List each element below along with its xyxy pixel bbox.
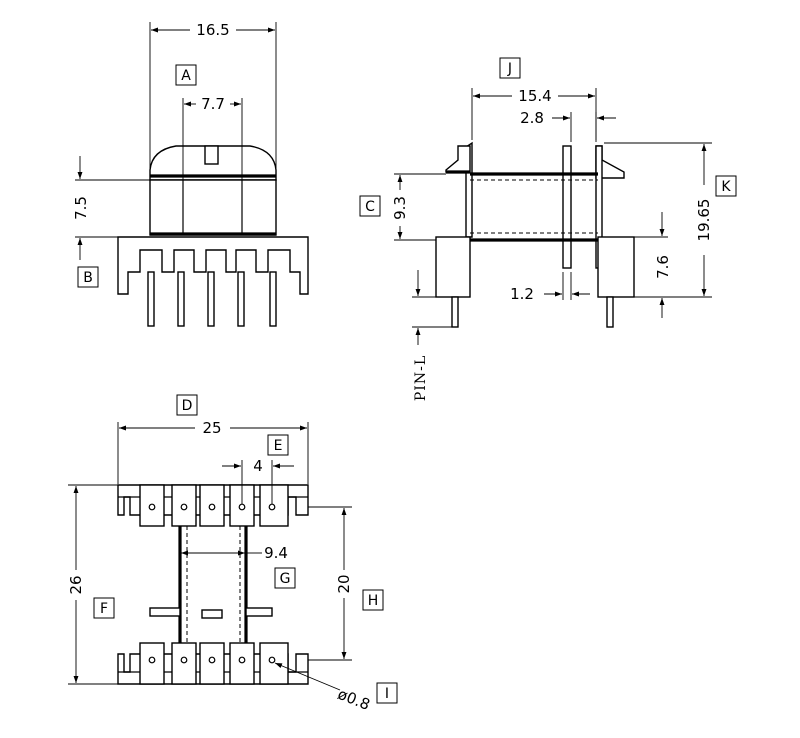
dim-9-4: 9.4: [264, 544, 288, 562]
label-j: J: [507, 61, 512, 77]
bottom-view: D 25 E 4 9.4 G 26 F: [67, 394, 398, 714]
dim-9-3: 9.3: [391, 196, 409, 220]
dim-19-65: 19.65: [695, 199, 713, 242]
label-i: I: [385, 686, 389, 702]
label-d: D: [182, 398, 193, 414]
dim-20: 20: [335, 574, 353, 593]
dim-4: 4: [253, 457, 263, 475]
label-h: H: [368, 593, 379, 609]
dim-7-6: 7.6: [654, 255, 672, 279]
label-g: G: [280, 571, 291, 587]
pin-l-label: PIN-L: [413, 355, 429, 401]
label-k: K: [721, 179, 731, 195]
label-c: C: [365, 199, 375, 215]
label-f: F: [100, 601, 108, 617]
label-e: E: [274, 438, 283, 454]
dim-2-8: 2.8: [520, 109, 544, 127]
dim-15-4: 15.4: [518, 87, 551, 105]
dim-26: 26: [67, 575, 85, 594]
dim-1-2: 1.2: [510, 285, 534, 303]
dim-16-5: 16.5: [196, 21, 229, 39]
dim-7-5: 7.5: [72, 196, 90, 220]
front-view: 16.5 A 7.7 7.5 B: [72, 21, 309, 327]
dim-7-7: 7.7: [201, 95, 225, 113]
side-view: J 15.4 2.8 9.3 C PIN-L 1.2: [359, 57, 737, 401]
label-b: B: [83, 270, 93, 286]
dim-25: 25: [202, 419, 221, 437]
dim-phi-0-8: ø0.8: [335, 685, 372, 714]
label-a: A: [181, 68, 191, 84]
